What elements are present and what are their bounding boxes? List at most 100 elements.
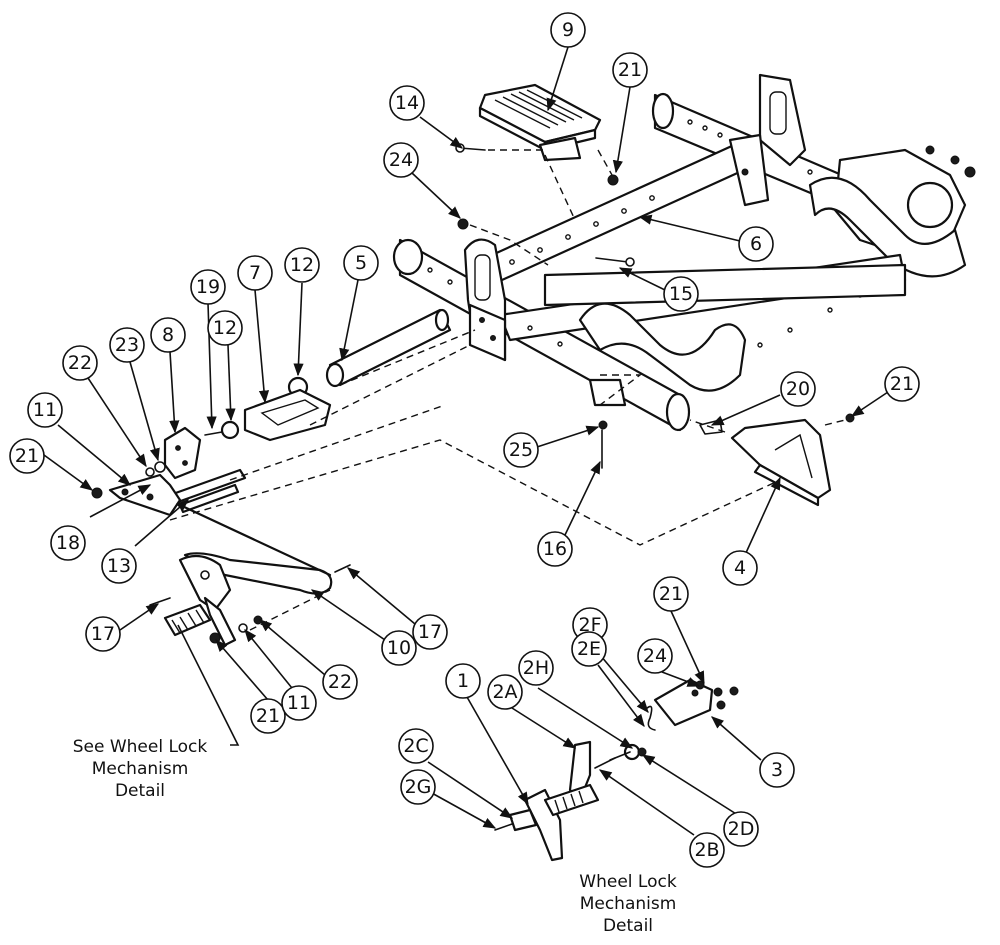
svg-text:21: 21 — [618, 59, 642, 81]
svg-text:5: 5 — [355, 252, 367, 274]
callout-balloon: 13 — [101, 548, 137, 584]
svg-text:2B: 2B — [694, 839, 719, 861]
callout-balloon: 17 — [412, 614, 448, 650]
nut-part — [457, 218, 469, 230]
nut-part — [607, 174, 619, 186]
callout-balloon: 5 — [343, 245, 379, 281]
washer-part — [154, 461, 166, 473]
svg-text:21: 21 — [256, 705, 280, 727]
svg-text:15: 15 — [669, 283, 693, 305]
callout-balloon: 19 — [190, 269, 226, 305]
svg-text:See Wheel Lock: See Wheel Lock — [73, 737, 208, 757]
callout-balloon: 21 — [884, 366, 920, 402]
svg-text:2G: 2G — [405, 776, 432, 798]
callout-balloon: 3 — [759, 752, 795, 788]
callout-balloon: 21 — [250, 698, 286, 734]
callout-balloon: 24 — [383, 142, 419, 178]
callout-balloon: 23 — [109, 327, 145, 363]
nut-part — [91, 487, 103, 499]
svg-text:10: 10 — [387, 637, 411, 659]
svg-text:2H: 2H — [523, 657, 549, 679]
svg-text:Detail: Detail — [115, 781, 165, 801]
svg-text:13: 13 — [107, 555, 131, 577]
svg-text:24: 24 — [643, 645, 667, 667]
svg-text:6: 6 — [750, 233, 762, 255]
svg-text:3: 3 — [771, 759, 783, 781]
callout-balloon: 18 — [50, 525, 86, 561]
callout-balloon: 11 — [27, 392, 63, 428]
svg-text:17: 17 — [91, 623, 115, 645]
svg-text:21: 21 — [15, 445, 39, 467]
callout-balloon: 21 — [9, 438, 45, 474]
svg-text:Mechanism: Mechanism — [580, 894, 677, 914]
callout-balloon: 4 — [722, 550, 758, 586]
callout-balloon: 2H — [518, 650, 554, 686]
callout-balloon: 14 — [389, 85, 425, 121]
svg-text:20: 20 — [786, 378, 810, 400]
callout-balloon: 10 — [381, 630, 417, 666]
svg-text:12: 12 — [213, 317, 237, 339]
svg-text:25: 25 — [509, 439, 533, 461]
callout-balloon: 8 — [150, 317, 186, 353]
link-bar-part — [108, 473, 182, 517]
main-frame-assembly — [392, 73, 976, 432]
screw-part — [149, 597, 171, 606]
callout-balloon: 20 — [780, 371, 816, 407]
svg-text:Detail: Detail — [603, 916, 653, 936]
detail-title-note: Wheel Lock Mechanism Detail — [579, 872, 677, 936]
svg-text:2F: 2F — [578, 614, 601, 636]
callout-balloon: 2D — [723, 811, 759, 847]
svg-text:16: 16 — [543, 538, 567, 560]
callout-balloon: 7 — [237, 255, 273, 291]
wheel-lock-assembly — [163, 554, 263, 647]
callout-balloon: 24 — [637, 638, 673, 674]
callout-balloon: 25 — [503, 432, 539, 468]
callout-balloon: 2B — [689, 832, 725, 868]
svg-text:7: 7 — [249, 262, 261, 284]
axle-tube-part — [325, 308, 452, 388]
svg-text:11: 11 — [33, 399, 57, 421]
washer-part — [145, 467, 155, 477]
spacer-part — [220, 420, 240, 440]
footrest-bracket-part — [730, 418, 832, 507]
callout-balloon: 15 — [663, 276, 699, 312]
svg-text:17: 17 — [418, 621, 442, 643]
pin-part — [204, 431, 223, 436]
callout-balloon: 16 — [537, 531, 573, 567]
svg-text:23: 23 — [115, 334, 139, 356]
callout-balloon: 9 — [550, 12, 586, 48]
callout-balloon: 2C — [398, 728, 434, 764]
wheel-lock-detail-assembly — [494, 678, 739, 862]
bracket-part — [243, 388, 332, 442]
svg-text:1: 1 — [457, 670, 469, 692]
svg-text:22: 22 — [68, 352, 92, 374]
callout-balloon: 12 — [284, 247, 320, 283]
callout-balloon: 12 — [207, 310, 243, 346]
svg-text:2E: 2E — [577, 638, 601, 660]
svg-text:14: 14 — [395, 92, 419, 114]
callout-balloon: 21 — [653, 576, 689, 612]
nut-part — [598, 420, 608, 430]
callout-balloon: 22 — [322, 664, 358, 700]
svg-text:21: 21 — [659, 583, 683, 605]
callout-balloon: 2A — [487, 674, 523, 710]
svg-text:9: 9 — [562, 19, 574, 41]
svg-text:18: 18 — [56, 532, 80, 554]
footplate-part — [478, 83, 602, 162]
callout-balloon: 2G — [400, 769, 436, 805]
svg-text:2C: 2C — [403, 735, 428, 757]
see-detail-note: See Wheel Lock Mechanism Detail — [73, 737, 208, 801]
callout-balloon: 22 — [62, 345, 98, 381]
callout-balloon: 1 — [445, 663, 481, 699]
svg-text:22: 22 — [328, 671, 352, 693]
svg-text:21: 21 — [890, 373, 914, 395]
callout-balloon: 11 — [281, 685, 317, 721]
svg-text:2D: 2D — [728, 818, 755, 840]
svg-text:24: 24 — [389, 149, 413, 171]
callout-balloon: 2E — [571, 631, 607, 667]
svg-text:Mechanism: Mechanism — [92, 759, 189, 779]
svg-text:Wheel Lock: Wheel Lock — [579, 872, 677, 892]
pin-part — [455, 143, 486, 153]
callout-balloon: 17 — [85, 616, 121, 652]
